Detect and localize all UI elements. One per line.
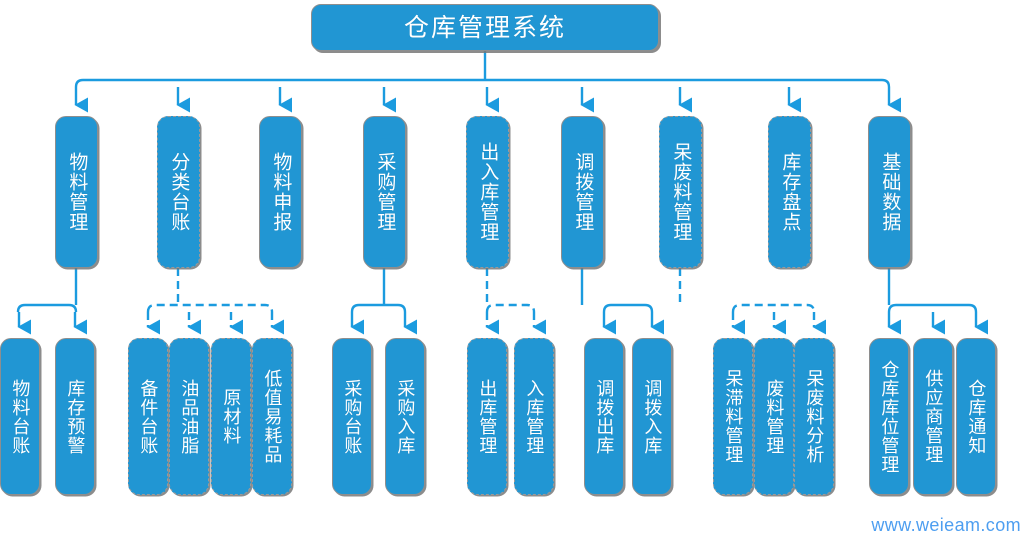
node-l2-label: 呆废料管理 <box>670 142 692 242</box>
node-l2-material-mgmt[interactable]: 物料管理 <box>55 116 98 268</box>
node-l3-inbound-mgmt[interactable]: 入库管理 <box>514 338 554 495</box>
node-l3-purchase-ledger[interactable]: 采购台账 <box>332 338 372 495</box>
watermark: www.weieam.com <box>871 515 1021 535</box>
root-node-warehouse-management-system[interactable]: 仓库管理系统 <box>311 4 659 51</box>
node-l3-label: 备件台账 <box>138 378 159 455</box>
node-l2-label: 调拨管理 <box>572 152 594 232</box>
node-l2-label: 采购管理 <box>374 152 396 232</box>
node-l3-supplier-mgmt[interactable]: 供应商管理 <box>913 338 953 495</box>
node-l2-label: 出入库管理 <box>477 142 499 242</box>
node-l2-label: 物料申报 <box>270 152 292 232</box>
node-l3-label: 油品油脂 <box>179 378 200 455</box>
node-l2-label: 基础数据 <box>879 152 901 232</box>
node-l3-label: 出库管理 <box>477 378 498 455</box>
node-l3-low-value-consum[interactable]: 低值易耗品 <box>252 338 292 495</box>
node-l2-inout-store-mgmt[interactable]: 出入库管理 <box>466 116 509 268</box>
node-l2-transfer-mgmt[interactable]: 调拨管理 <box>561 116 604 268</box>
node-l3-label: 调拨入库 <box>642 378 663 455</box>
node-l3-label: 原材料 <box>221 388 242 445</box>
node-l3-warehouse-location[interactable]: 仓库库位管理 <box>869 338 909 495</box>
node-l3-label: 库存预警 <box>65 378 86 455</box>
node-l2-stock-count[interactable]: 库存盘点 <box>768 116 811 268</box>
node-l2-material-declare[interactable]: 物料申报 <box>259 116 302 268</box>
node-l2-basic-data[interactable]: 基础数据 <box>868 116 911 268</box>
node-l3-material-ledger[interactable]: 物料台账 <box>0 338 40 495</box>
node-l3-oil-grease[interactable]: 油品油脂 <box>169 338 209 495</box>
node-l3-label: 采购入库 <box>395 378 416 455</box>
node-l3-transfer-in[interactable]: 调拨入库 <box>632 338 672 495</box>
node-l3-label: 低值易耗品 <box>262 369 283 464</box>
node-l3-label: 呆废料分析 <box>804 369 825 464</box>
node-l3-purchase-inbound[interactable]: 采购入库 <box>385 338 425 495</box>
node-l3-label: 供应商管理 <box>923 369 944 464</box>
node-l3-label: 仓库库位管理 <box>879 359 900 474</box>
root-node-label: 仓库管理系统 <box>403 13 566 42</box>
node-l3-idle-scrap-analys[interactable]: 呆废料分析 <box>794 338 834 495</box>
node-l3-label: 物料台账 <box>10 378 31 455</box>
node-l3-warehouse-notice[interactable]: 仓库通知 <box>956 338 996 495</box>
node-l2-category-ledger[interactable]: 分类台账 <box>157 116 200 268</box>
node-l2-label: 分类台账 <box>168 152 190 232</box>
node-l3-scrap-mgmt[interactable]: 废料管理 <box>754 338 794 495</box>
node-l3-label: 废料管理 <box>764 378 785 455</box>
node-l3-label: 采购台账 <box>342 378 363 455</box>
node-l3-outbound-mgmt[interactable]: 出库管理 <box>467 338 507 495</box>
node-l3-idle-material-mgmt[interactable]: 呆滞料管理 <box>713 338 753 495</box>
node-l3-label: 仓库通知 <box>966 378 987 455</box>
node-l3-spare-parts-ledger[interactable]: 备件台账 <box>128 338 168 495</box>
node-l2-idle-scrap-mgmt[interactable]: 呆废料管理 <box>659 116 702 268</box>
node-l2-label: 库存盘点 <box>779 152 801 232</box>
node-l3-label: 调拨出库 <box>594 378 615 455</box>
node-l2-purchase-mgmt[interactable]: 采购管理 <box>363 116 406 268</box>
node-l3-label: 入库管理 <box>524 378 545 455</box>
node-l3-label: 呆滞料管理 <box>723 369 744 464</box>
node-l3-raw-material[interactable]: 原材料 <box>211 338 251 495</box>
node-l2-label: 物料管理 <box>66 152 88 232</box>
node-l3-stock-alert[interactable]: 库存预警 <box>55 338 95 495</box>
node-l3-transfer-out[interactable]: 调拨出库 <box>584 338 624 495</box>
